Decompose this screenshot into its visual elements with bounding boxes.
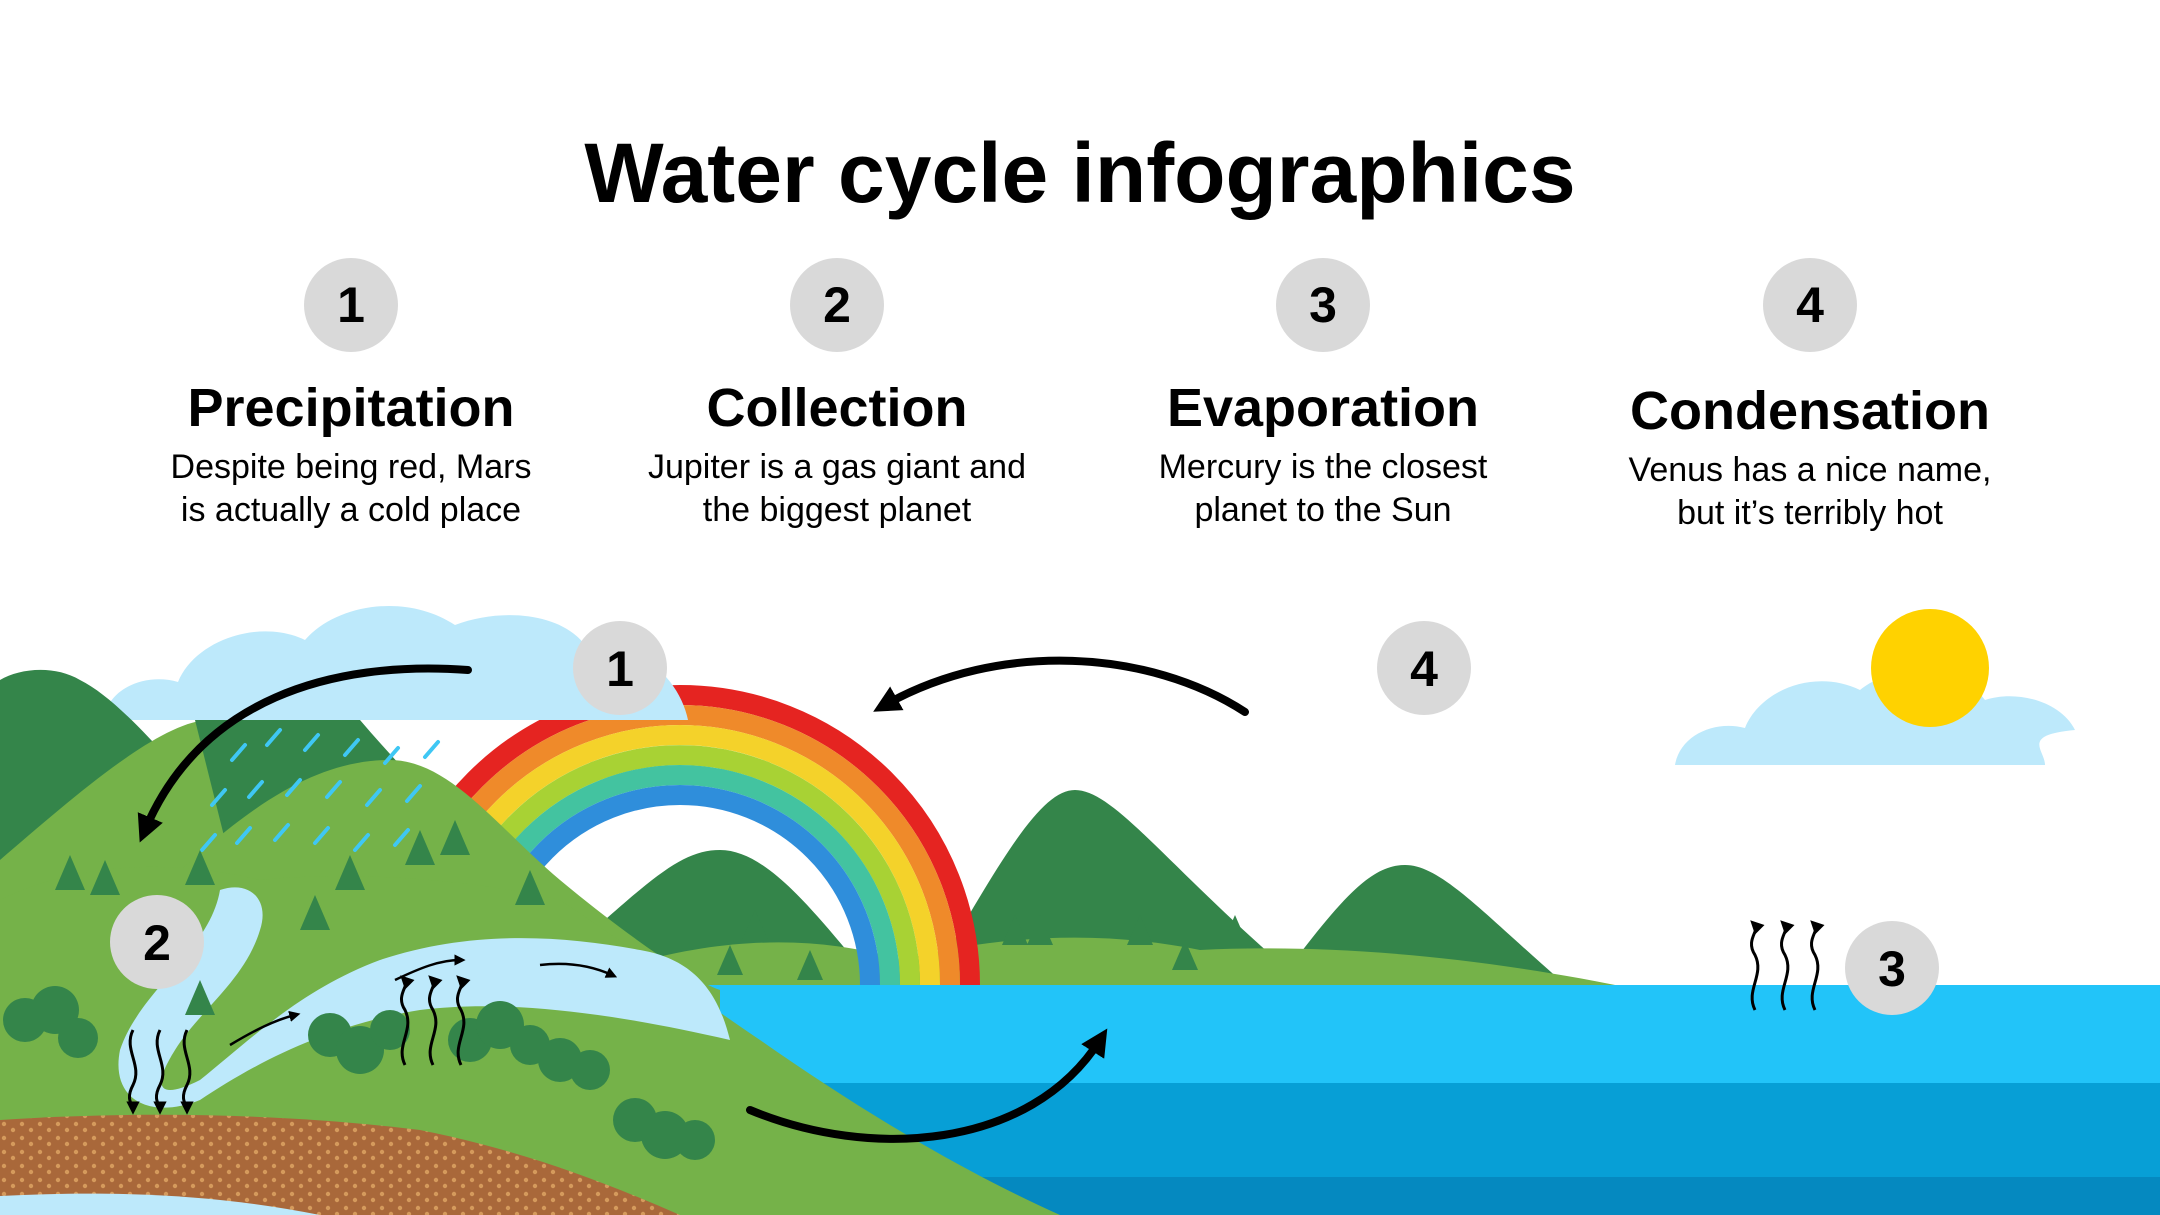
step-description-line: Jupiter is a gas giant and <box>647 448 1027 486</box>
underground-water <box>0 1193 320 1215</box>
step-description-line: planet to the Sun <box>1194 491 1452 529</box>
step-title: Evaporation <box>1166 378 1480 438</box>
arrow-cloud-to-mountain <box>137 664 472 843</box>
evaporation-squiggles-land <box>399 975 471 1066</box>
step-number-badge: 4 <box>1763 258 1857 352</box>
step-evaporation: 3 Evaporation Mercury is the closest pla… <box>1083 258 1563 532</box>
page-title: Water cycle infographics <box>584 126 1576 220</box>
rain-drops <box>200 728 440 852</box>
evaporation-squiggles-sea <box>1749 920 1825 1011</box>
step-title: Condensation <box>1630 381 1990 441</box>
step-description-line: Mercury is the closest <box>1158 448 1488 486</box>
left-cloud <box>105 605 688 720</box>
arrow-land-to-sea <box>746 1028 1108 1143</box>
step-precipitation: 1 Precipitation Despite being red, Mars … <box>111 258 591 532</box>
arrow-sky-to-rainbow <box>873 656 1249 716</box>
step-description-line: Despite being red, Mars <box>170 448 532 486</box>
step-description-line: but it’s terribly hot <box>1677 494 1943 532</box>
marker-condensation: 4 <box>1377 621 1471 715</box>
river-flow-arrows <box>229 954 618 1047</box>
infiltration-squiggles <box>126 1029 194 1115</box>
step-condensation: 4 Condensation Venus has a nice name, bu… <box>1570 258 2050 535</box>
svg-text:1: 1 <box>606 641 634 697</box>
step-title: Collection <box>706 378 968 438</box>
step-number-badge: 2 <box>790 258 884 352</box>
step-description: Jupiter is a gas giant and the biggest p… <box>597 446 1077 532</box>
step-description-line: is actually a cold place <box>180 491 522 529</box>
step-collection: 2 Collection Jupiter is a gas giant and … <box>597 258 1077 532</box>
step-number-badge: 1 <box>304 258 398 352</box>
soil-layer <box>0 1114 680 1215</box>
step-description-line: the biggest planet <box>702 491 972 529</box>
marker-evaporation: 3 <box>1845 921 1939 1015</box>
marker-precipitation: 1 <box>573 621 667 715</box>
step-description: Venus has a nice name, but it’s terribly… <box>1570 449 2050 535</box>
river <box>118 887 730 1108</box>
step-title: Precipitation <box>187 378 515 438</box>
svg-text:3: 3 <box>1878 941 1906 997</box>
sea-surface <box>700 985 2160 1085</box>
step-description-line: Venus has a nice name, <box>1628 451 1992 489</box>
trees <box>3 820 1248 1160</box>
marker-collection: 2 <box>110 895 204 989</box>
cycle-arrows <box>137 656 1249 1143</box>
svg-text:4: 4 <box>1410 641 1438 697</box>
step-description: Despite being red, Mars is actually a co… <box>111 446 591 532</box>
step-number-badge: 3 <box>1276 258 1370 352</box>
hills-far-green <box>560 937 1640 1000</box>
svg-text:2: 2 <box>143 915 171 971</box>
sun <box>1871 609 1989 727</box>
step-description: Mercury is the closest planet to the Sun <box>1083 446 1563 532</box>
